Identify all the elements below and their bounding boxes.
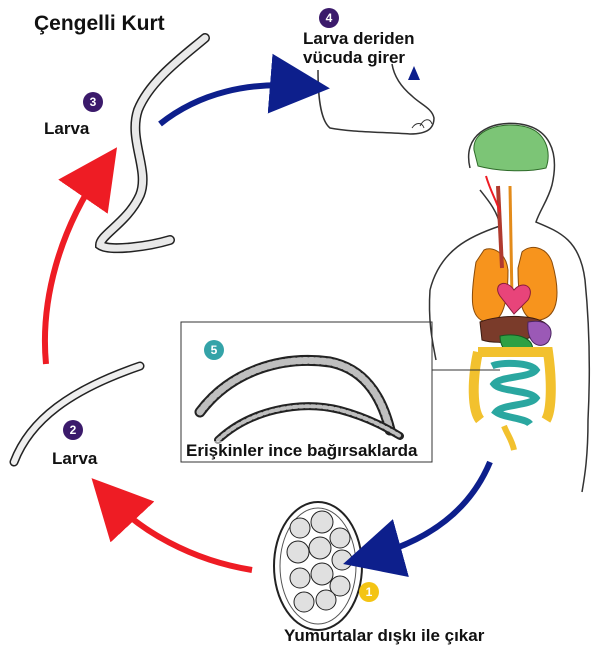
arrow-1-to-2 (112, 500, 252, 570)
larva-worm-icon (14, 366, 140, 462)
step-label-4: Larva deriden vücuda girer (303, 29, 453, 67)
larva-worm-icon (100, 38, 205, 248)
step-badge-1: 1 (359, 582, 379, 602)
step-badge-3: 3 (83, 92, 103, 112)
step-badge-5: 5 (204, 340, 224, 360)
arrow-3-to-4 (160, 85, 300, 124)
egg-icon (274, 502, 362, 630)
step-label-3: Larva (44, 119, 89, 139)
human-anatomy-icon (429, 123, 589, 492)
step-label-5: Erişkinler ince bağırsaklarda (186, 441, 418, 461)
adult-worms-icon (200, 360, 400, 440)
step-badge-2: 2 (63, 420, 83, 440)
arrow-2-to-3 (45, 172, 100, 364)
step-label-1: Yumurtalar dışkı ile çıkar (284, 626, 484, 646)
step-label-2: Larva (52, 449, 97, 469)
step-badge-4: 4 (319, 8, 339, 28)
arrow-5-to-1 (372, 462, 490, 556)
foot-icon (318, 64, 434, 134)
diagram-title: Çengelli Kurt (34, 12, 165, 36)
